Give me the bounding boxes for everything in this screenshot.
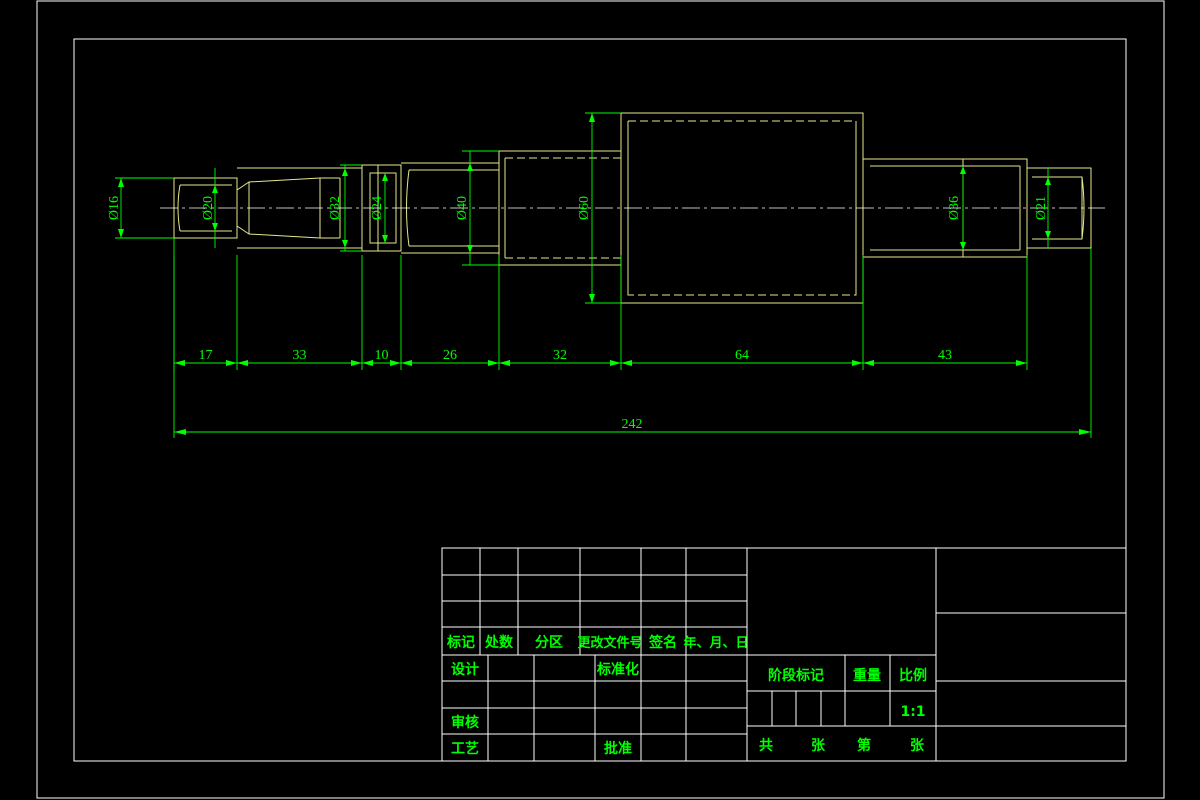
length-dim-label: 32: [553, 348, 567, 363]
rev-header-count: 处数: [484, 634, 514, 651]
weight-label: 重量: [853, 667, 881, 684]
dim-arrow: [852, 360, 863, 366]
length-dimensions: 17 33 10 26 32 64 43: [173, 255, 1028, 370]
ratio-value: 1:1: [900, 704, 925, 720]
dim-arrow: [621, 360, 632, 366]
length-dim-label: 10: [375, 348, 389, 363]
dim-arrow: [362, 360, 373, 366]
dim-arrow: [174, 360, 185, 366]
length-dim-label: 17: [199, 348, 213, 363]
diameter-dimensions: [115, 112, 1051, 304]
dia-label-40: Ø40: [455, 196, 470, 220]
total-sheets-label: 共: [759, 737, 773, 754]
outer-sheet-border: [36, 0, 1165, 799]
sheet-unit-label: 张: [910, 738, 925, 754]
dia-label-32: Ø32: [328, 196, 343, 220]
stage-mark-label: 阶段标记: [768, 667, 824, 684]
dia-label-60: Ø60: [577, 196, 592, 220]
dia-label-20: Ø20: [201, 196, 216, 220]
dim-arrow: [226, 360, 237, 366]
rev-header-date: 年、月、日: [683, 635, 748, 651]
sheet-number-label: 第: [857, 737, 871, 754]
overall-length-dimension: 242: [173, 238, 1092, 438]
sheets-unit-label: 张: [811, 738, 826, 754]
approve-label: 批准: [604, 740, 632, 757]
dim-arrow: [390, 360, 401, 366]
dim-arrow: [610, 360, 621, 366]
dim-arrow: [1016, 360, 1027, 366]
diameter-labels: Ø16 Ø20 Ø32 Ø24 Ø40 Ø60 Ø36 Ø21: [107, 196, 1049, 220]
rev-header-mark: 标记: [446, 634, 475, 651]
standardize-label: 标准化: [596, 661, 639, 678]
inner-frame-border: [73, 38, 1127, 762]
rev-header-change-doc: 更改文件号: [577, 635, 642, 651]
length-dim-label: 33: [293, 348, 307, 363]
dia-label-16: Ø16: [107, 196, 122, 220]
length-dim-label: 26: [443, 348, 457, 363]
design-label: 设计: [451, 661, 479, 678]
length-dim-label: 43: [938, 348, 952, 363]
dia-label-24: Ø24: [370, 196, 385, 220]
title-block: 标记 处数 分区 更改文件号 签名 年、月、日 设计 标准化 审核 工艺 批准 …: [441, 547, 1127, 762]
rev-header-signature: 签名: [648, 634, 677, 651]
overall-length-label: 242: [622, 417, 643, 432]
dim-arrow: [488, 360, 499, 366]
dim-arrow: [499, 360, 510, 366]
rev-header-zone: 分区: [535, 635, 563, 651]
ratio-label: 比例: [899, 667, 927, 684]
dim-arrow: [351, 360, 362, 366]
dia-label-36: Ø36: [947, 196, 962, 220]
review-label: 审核: [451, 714, 479, 731]
dim-arrow: [237, 360, 248, 366]
length-dim-label: 64: [735, 348, 749, 363]
process-label: 工艺: [451, 740, 479, 757]
dim-arrow: [863, 360, 874, 366]
dia-label-21: Ø21: [1034, 196, 1049, 220]
dim-arrow: [401, 360, 412, 366]
